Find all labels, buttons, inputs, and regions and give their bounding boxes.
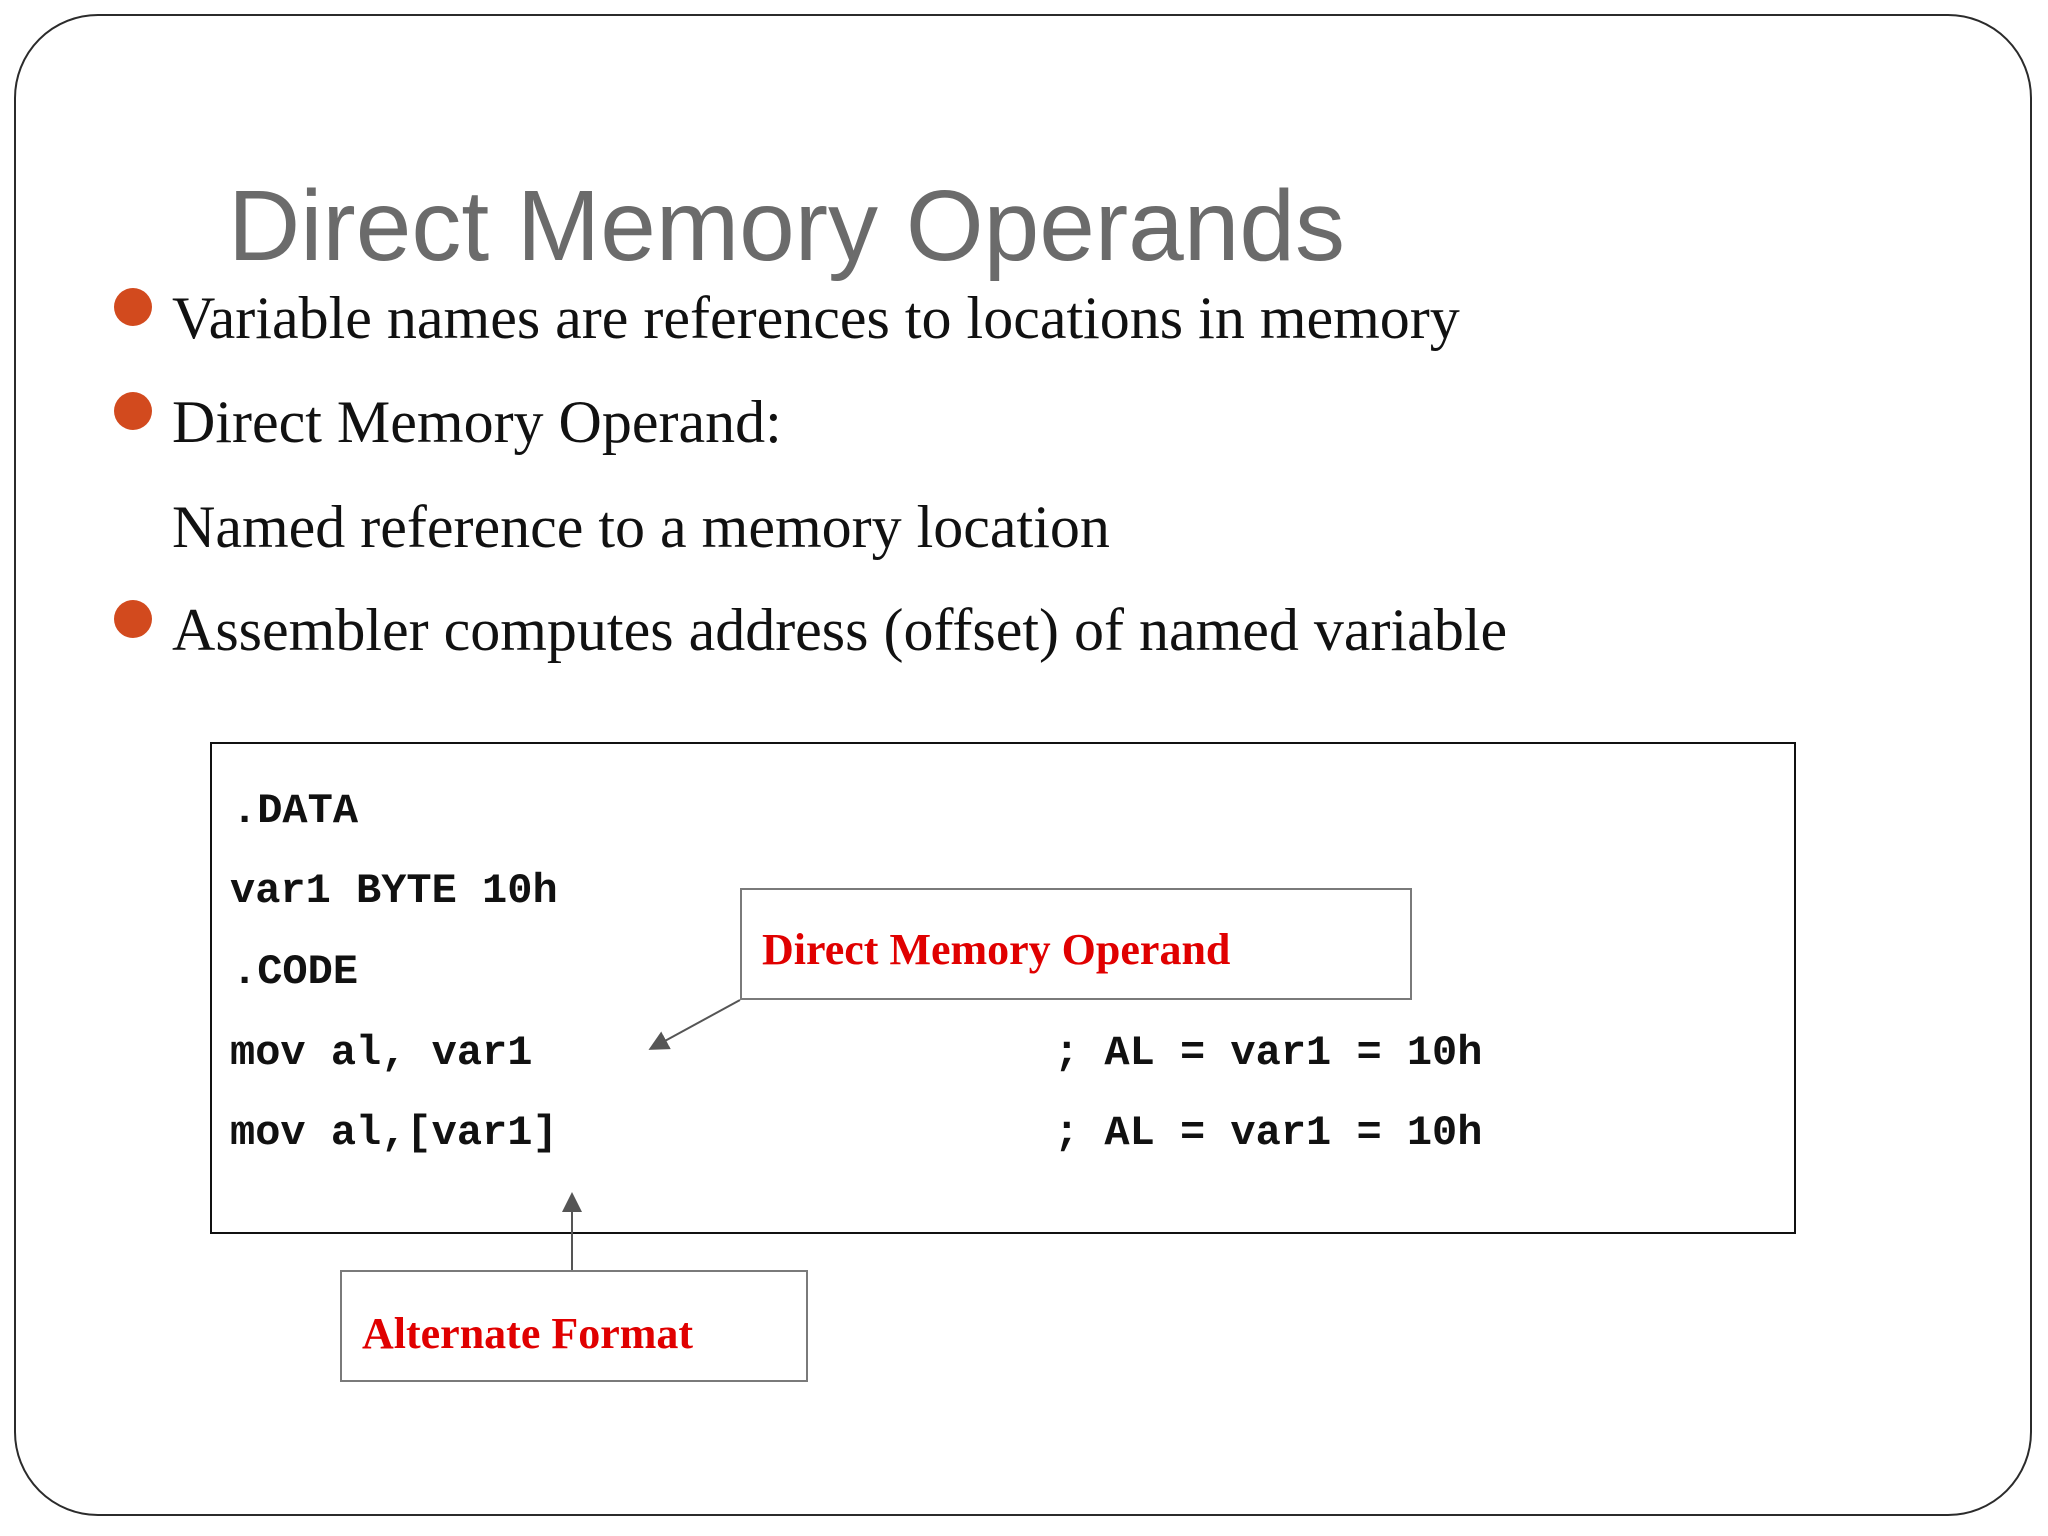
- bullet-dot: [114, 600, 152, 638]
- bullet-dot: [114, 392, 152, 430]
- code-comment: ; AL = var1 = 10h: [1054, 1109, 1483, 1157]
- bullet-text: Variable names are references to locatio…: [172, 285, 1460, 351]
- code-line: var1 BYTE 10h: [230, 867, 558, 915]
- code-line: mov al,[var1]: [230, 1109, 558, 1157]
- bullet-subtext: Named reference to a memory location: [172, 494, 1110, 560]
- bullet-text: Assembler computes address (offset) of n…: [172, 597, 1508, 663]
- arrow-to-var1: [648, 999, 741, 1050]
- callout-alternate-label: Alternate Format: [362, 1309, 694, 1358]
- callout-alternate-box: [340, 1270, 808, 1382]
- callout-direct-box: [740, 888, 1412, 1000]
- code-line: .CODE: [232, 948, 359, 996]
- code-comment: ; AL = var1 = 10h: [1054, 1029, 1483, 1077]
- bullet-text: Direct Memory Operand:: [172, 389, 782, 455]
- slide-title: Direct Memory Operands: [228, 170, 1345, 282]
- bullet-dot: [114, 288, 152, 326]
- callout-direct-label: Direct Memory Operand: [762, 925, 1231, 974]
- code-line: .DATA: [232, 787, 359, 835]
- code-line: mov al, var1: [230, 1029, 533, 1077]
